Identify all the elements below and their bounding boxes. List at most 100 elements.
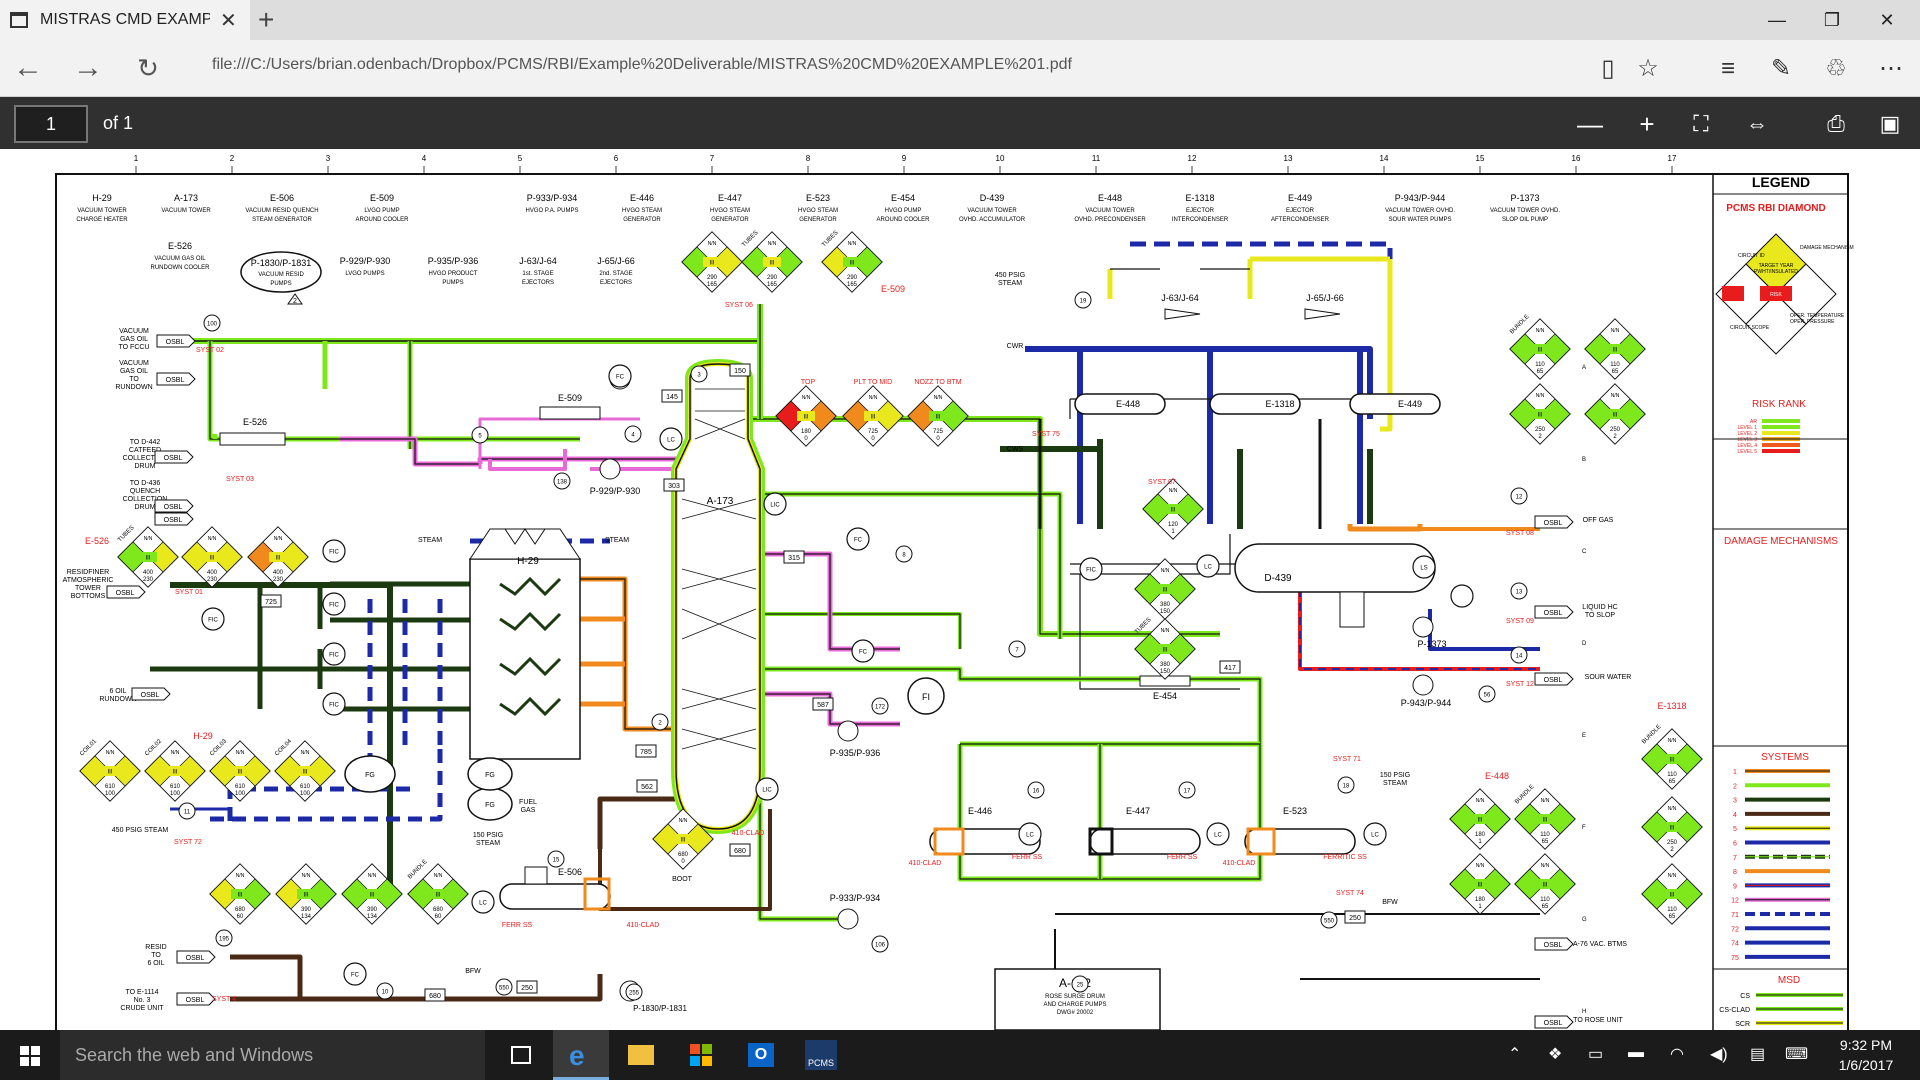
svg-text:A-76 VAC. BTMS: A-76 VAC. BTMS bbox=[1573, 941, 1627, 948]
tray-wifi-icon[interactable]: ◠ bbox=[1670, 1046, 1684, 1063]
close-window-button[interactable]: ✕ bbox=[1879, 10, 1895, 30]
circled-number bbox=[1478, 685, 1496, 703]
equipment-desc: HVGO STEAM bbox=[798, 208, 838, 214]
minimize-button[interactable]: — bbox=[1768, 10, 1786, 30]
svg-text:N/N: N/N bbox=[1668, 806, 1677, 812]
equipment-desc: VACUUM TOWER OVHD. bbox=[1385, 208, 1455, 214]
svg-text:65: 65 bbox=[1542, 904, 1549, 910]
svg-text:550: 550 bbox=[1324, 919, 1335, 925]
circled-number bbox=[1320, 911, 1338, 929]
equipment-desc: VACUUM TOWER bbox=[967, 208, 1017, 214]
tray-monitor-icon[interactable]: ▭ bbox=[1588, 1046, 1604, 1063]
equipment-desc: CHARGE HEATER bbox=[76, 217, 128, 223]
fit-width-button[interactable]: ⇔ bbox=[1746, 111, 1768, 136]
close-tab-icon[interactable]: ✕ bbox=[220, 9, 237, 32]
svg-text:OSBL: OSBL bbox=[166, 377, 185, 384]
edge-browser-icon[interactable]: e bbox=[553, 1030, 609, 1080]
system-number: 3 bbox=[1733, 798, 1737, 805]
circled-number bbox=[1008, 640, 1026, 658]
task-view-icon[interactable] bbox=[493, 1030, 549, 1080]
svg-text:N/N: N/N bbox=[208, 536, 217, 542]
burners: FG FG FG bbox=[344, 755, 513, 821]
grid-col-label: 1 bbox=[134, 154, 139, 163]
number-box bbox=[1344, 910, 1366, 924]
maximize-button[interactable]: ❐ bbox=[1823, 10, 1841, 30]
svg-text:250: 250 bbox=[1610, 427, 1621, 433]
svg-text:180: 180 bbox=[801, 429, 812, 435]
start-button[interactable] bbox=[0, 1030, 60, 1080]
svg-text:III: III bbox=[1669, 758, 1674, 764]
back-button[interactable]: ← bbox=[13, 51, 43, 84]
svg-text:N/N: N/N bbox=[1668, 873, 1677, 879]
browser-tab[interactable]: MISTRAS CMD EXAMPL ✕ bbox=[0, 0, 250, 40]
tray-chevron-icon[interactable]: ⌃ bbox=[1508, 1046, 1522, 1063]
share-icon[interactable]: ♲ bbox=[1825, 55, 1847, 82]
page-number-input[interactable] bbox=[14, 105, 88, 143]
file-explorer-icon[interactable] bbox=[613, 1030, 669, 1080]
svg-text:STEAM: STEAM bbox=[1383, 780, 1407, 787]
pcms-app-icon[interactable]: PCMS bbox=[793, 1030, 849, 1080]
svg-text:172: 172 bbox=[875, 705, 886, 711]
forward-button[interactable]: → bbox=[73, 51, 103, 84]
equipment-desc: AFTERCONDENSER bbox=[1271, 217, 1330, 223]
tray-battery-icon[interactable]: ▬ bbox=[1628, 1044, 1644, 1061]
store-icon[interactable] bbox=[673, 1030, 729, 1080]
osbl-tag bbox=[176, 992, 216, 1006]
zoom-in-button[interactable]: + bbox=[1639, 109, 1655, 139]
favorite-star-icon[interactable]: ☆ bbox=[1637, 55, 1659, 82]
svg-text:150: 150 bbox=[1160, 609, 1171, 615]
equipment-tag: J-65/J-66 bbox=[597, 256, 635, 266]
tray-notification-icon[interactable]: ▤ bbox=[1750, 1046, 1766, 1063]
save-button[interactable]: ▣ bbox=[1879, 111, 1901, 136]
osbl-tag bbox=[1534, 672, 1574, 686]
equipment-desc: PUMPS bbox=[442, 280, 463, 286]
search-box[interactable]: Search the web and Windows bbox=[60, 1030, 485, 1080]
svg-text:III: III bbox=[1162, 648, 1167, 654]
svg-text:FC: FC bbox=[854, 538, 863, 544]
new-tab-button[interactable]: + bbox=[258, 4, 275, 35]
outlook-icon[interactable]: O bbox=[733, 1030, 789, 1080]
hub-icon[interactable]: ≡ bbox=[1720, 55, 1735, 82]
system-number: 8 bbox=[1733, 869, 1737, 876]
svg-text:2: 2 bbox=[658, 721, 662, 727]
tray-dropbox-icon[interactable]: ❖ bbox=[1548, 1046, 1563, 1063]
refresh-button[interactable]: ↻ bbox=[137, 53, 159, 83]
svg-text:785: 785 bbox=[640, 749, 652, 756]
svg-text:SOUR WATER: SOUR WATER bbox=[1585, 674, 1632, 681]
grid-col-label: 17 bbox=[1668, 154, 1677, 163]
print-button[interactable]: ⎙ bbox=[1827, 111, 1845, 136]
equipment-desc: EJECTOR bbox=[1286, 208, 1315, 214]
number-box bbox=[635, 744, 657, 758]
tray-volume-icon[interactable]: ◀) bbox=[1710, 1046, 1728, 1063]
web-note-icon[interactable]: ✎ bbox=[1770, 55, 1792, 82]
grid-row-label: D bbox=[1582, 641, 1587, 647]
equipment-desc: 1st. STAGE bbox=[522, 271, 553, 277]
instrument-bubble bbox=[1412, 555, 1436, 579]
svg-text:III: III bbox=[935, 415, 940, 421]
more-icon[interactable]: ⋯ bbox=[1879, 55, 1903, 82]
e523-tag: E-523 bbox=[1283, 806, 1307, 816]
fit-page-button[interactable]: ⛶ bbox=[1693, 111, 1709, 136]
svg-text:OSBL: OSBL bbox=[1544, 610, 1563, 617]
msd-label: CS-CLAD bbox=[1719, 1007, 1750, 1014]
svg-text:DWG# 20002: DWG# 20002 bbox=[1057, 1010, 1094, 1016]
svg-text:8: 8 bbox=[902, 553, 906, 559]
reading-view-icon[interactable]: ▯ bbox=[1601, 55, 1615, 82]
svg-text:III: III bbox=[237, 770, 242, 776]
address-bar[interactable]: file:///C:/Users/brian.odenbach/Dropbox/… bbox=[212, 56, 1072, 73]
svg-text:410-CLAD: 410-CLAD bbox=[909, 860, 942, 867]
grid-row-label: C bbox=[1582, 549, 1587, 555]
tray-keyboard-icon[interactable]: ⌨ bbox=[1785, 1046, 1809, 1063]
number-box bbox=[661, 389, 683, 403]
instrument-bubble bbox=[322, 539, 346, 563]
svg-text:N/N: N/N bbox=[1611, 393, 1620, 399]
zoom-out-button[interactable]: — bbox=[1577, 109, 1603, 139]
svg-text:FIC: FIC bbox=[208, 618, 218, 624]
clock[interactable]: 9:32 PM 1/6/2017 bbox=[1826, 1035, 1906, 1075]
system-number: 5 bbox=[1733, 826, 1737, 833]
osbl-tag bbox=[156, 372, 196, 386]
pump-bubble-num: 2 bbox=[293, 298, 297, 305]
